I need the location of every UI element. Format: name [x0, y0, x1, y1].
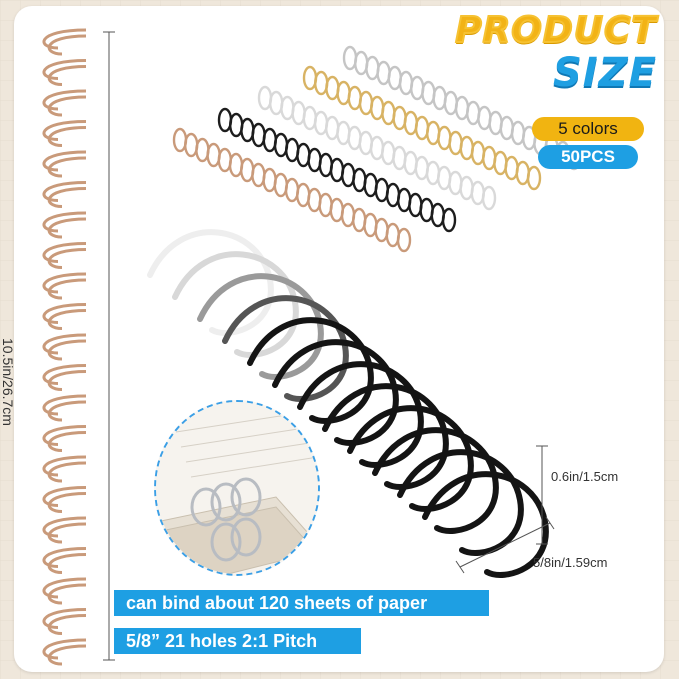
- bound-notebook-illustration: [156, 402, 318, 574]
- spine-loop: [42, 120, 87, 147]
- spine-loop: [42, 425, 87, 452]
- rose-gold-wire-spine: [42, 28, 87, 666]
- black-wire-closeup: [147, 229, 549, 578]
- black-wire: [217, 107, 457, 233]
- spine-loop: [42, 577, 87, 605]
- wire-loop: [396, 227, 412, 253]
- width-label: 5/8in/1.59cm: [533, 555, 608, 570]
- spine-loop: [42, 272, 87, 300]
- rose-gold-wire: [172, 127, 412, 253]
- closeup-loop: [397, 449, 524, 556]
- spine-loop: [42, 364, 87, 391]
- closeup-loop: [197, 273, 324, 380]
- colors-badge: 5 colors: [532, 117, 644, 141]
- spine-loop: [42, 59, 87, 86]
- spine-loop: [42, 547, 87, 574]
- title-product: PRODUCT: [454, 9, 657, 52]
- height-dimension-line: [536, 445, 548, 545]
- width-dimension-line: [455, 516, 555, 574]
- wire-loop: [441, 207, 457, 233]
- gold-wire: [302, 65, 542, 191]
- spine-loop: [42, 608, 87, 635]
- spine-loop: [42, 181, 87, 208]
- closeup-loop: [372, 427, 499, 534]
- wire-loop: [526, 165, 542, 191]
- closeup-loop: [322, 383, 449, 490]
- white-wire: [257, 85, 497, 211]
- spine-loop: [42, 394, 87, 422]
- capacity-banner: can bind about 120 sheets of paper: [114, 590, 489, 616]
- bound-notebook-inset: [154, 400, 320, 576]
- closeup-loop: [347, 405, 474, 512]
- spine-loop: [42, 516, 87, 544]
- height-label: 0.6in/1.5cm: [551, 469, 619, 484]
- quantity-badge: 50PCS: [538, 145, 638, 169]
- spine-loop: [42, 303, 87, 330]
- spine-loop: [42, 486, 87, 513]
- closeup-loop: [147, 229, 274, 336]
- title-size: SIZE: [552, 50, 657, 96]
- spine-loop: [42, 150, 87, 178]
- spine-loop: [42, 455, 87, 483]
- spine-loop: [42, 89, 87, 117]
- spec-banner: 5/8” 21 holes 2:1 Pitch: [114, 628, 361, 654]
- spine-loop: [42, 28, 87, 56]
- length-dimension-line: [103, 31, 115, 661]
- closeup-loop: [222, 295, 349, 402]
- spine-loop: [42, 333, 87, 361]
- spine-loop: [42, 638, 87, 666]
- closeup-loop: [172, 251, 299, 358]
- spine-loop: [42, 211, 87, 239]
- spine-loop: [42, 242, 87, 269]
- closeup-loop: [272, 339, 399, 446]
- closeup-loop: [247, 317, 374, 424]
- wire-loop: [481, 185, 497, 211]
- length-label: 10.5in/26.7cm: [0, 338, 16, 426]
- closeup-loop: [297, 361, 424, 468]
